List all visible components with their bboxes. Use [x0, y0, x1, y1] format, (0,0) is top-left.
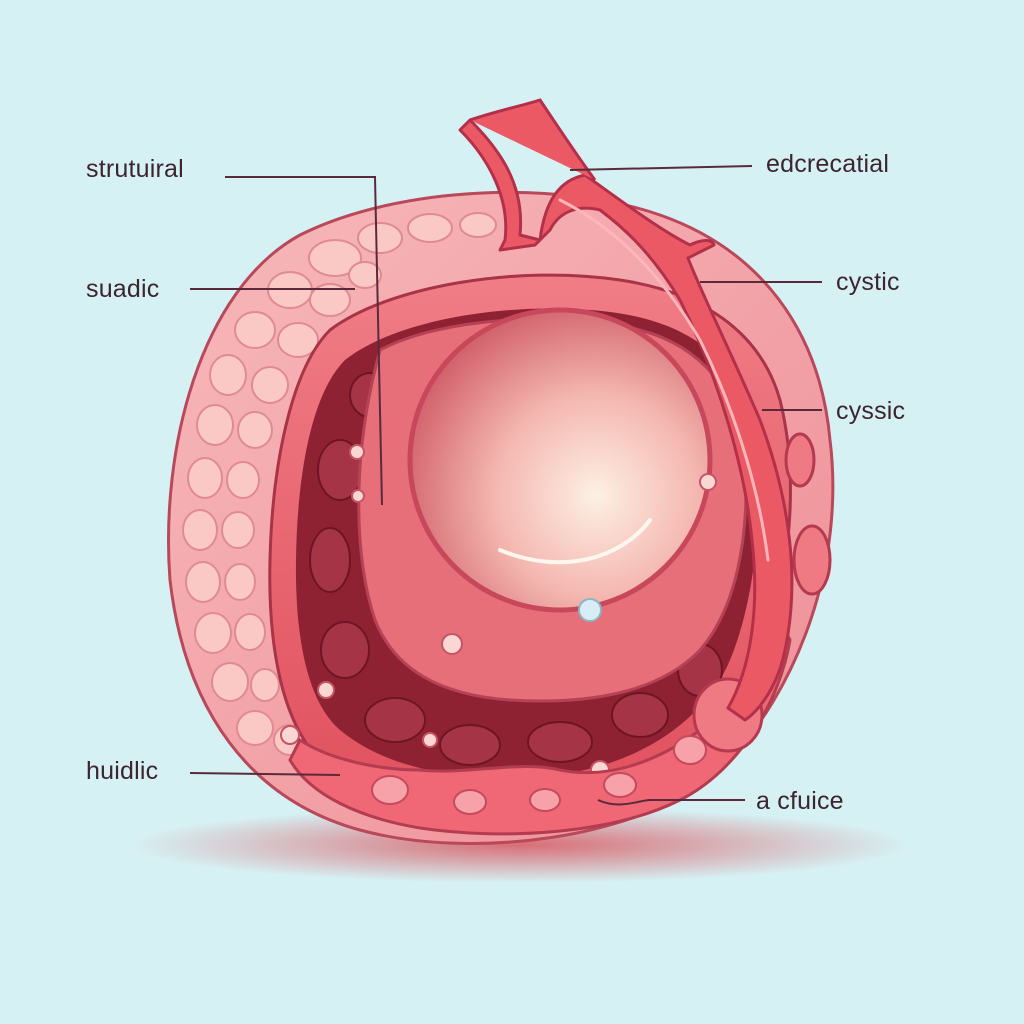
cavity-texture — [309, 372, 723, 766]
leader-acfuice — [597, 799, 745, 806]
label-huidlic: huidlic — [86, 757, 159, 785]
leader-edcrecatial — [569, 165, 753, 171]
cyst-lumen — [407, 307, 713, 613]
label-cyssic: cyssic — [836, 397, 906, 425]
lumen-highlight — [498, 518, 652, 565]
ground-shadow — [130, 807, 910, 883]
leader-structural — [225, 176, 383, 506]
blood-vessel — [458, 98, 794, 722]
label-structural: strutuiral — [86, 155, 184, 183]
leader-lines — [189, 165, 822, 806]
water-droplet — [578, 598, 602, 622]
label-edcrecatial: edcrecatial — [766, 150, 890, 178]
label-suadic: suadic — [86, 275, 160, 303]
label-cystic: cystic — [836, 268, 900, 296]
label-a-cfuice: a cfuice — [756, 787, 844, 815]
leader-huidlic — [189, 772, 341, 776]
